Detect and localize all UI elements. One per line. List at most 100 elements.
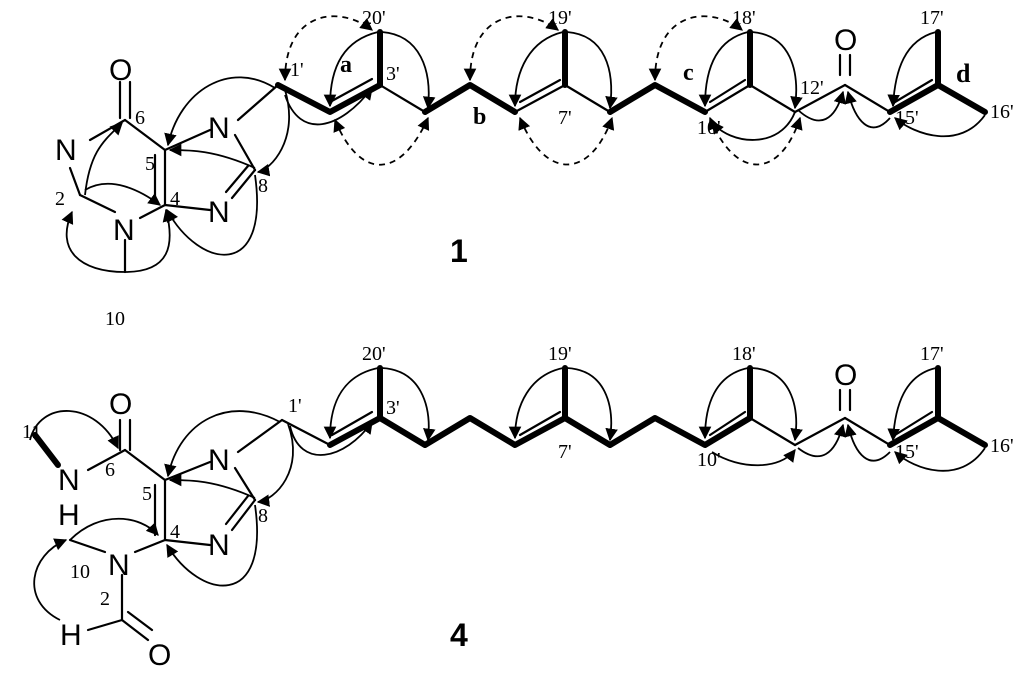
hmbc-h18-c10 — [698, 31, 749, 108]
n7-c8-bond — [233, 133, 257, 172]
n7-c1prime-bond — [236, 83, 280, 122]
label-16prime: 16' — [990, 435, 1014, 457]
c8-n9-bond-double — [224, 164, 250, 194]
c8-n9-bond — [230, 168, 257, 200]
compound-1-hmbc-arrows — [61, 31, 986, 273]
c2-o-bond-double — [126, 610, 154, 632]
label-2: 2 — [55, 188, 65, 210]
c6-c7-double — [518, 410, 562, 437]
c11-c12-bond — [748, 83, 797, 114]
oxygen-formyl: O — [148, 639, 171, 672]
hmbc-h18-c12 — [751, 367, 803, 442]
label-10prime: 10' — [697, 449, 721, 471]
c12-c13-bond — [793, 83, 847, 114]
label-5: 5 — [142, 483, 152, 505]
c15-c16-bond — [935, 415, 988, 448]
label-18prime: 18' — [732, 343, 756, 365]
n9-c4-bond — [163, 538, 212, 547]
dashed-h2-h4 — [333, 116, 430, 166]
label-4: 4 — [170, 188, 180, 210]
c7-c11-bonds — [562, 415, 753, 448]
segment-c-label: c — [683, 60, 694, 86]
c2-c3-double — [328, 77, 374, 104]
hmbc-h20-c4 — [381, 31, 436, 110]
nitrogen-9: N — [208, 529, 230, 562]
c8-n9-bond-double — [224, 494, 250, 526]
hmbc-h16-c14 — [894, 447, 986, 472]
hmbc-h1-c5 — [164, 410, 281, 478]
hmbc-h17-c14 — [887, 31, 937, 108]
oxygen-ring: O — [109, 388, 132, 421]
hmbc-h19-c8 — [566, 31, 618, 110]
c6-c7-bond — [513, 83, 567, 114]
segment-c-bonds — [607, 82, 708, 115]
c7-c8-bond — [563, 83, 612, 114]
c11-c12-bond — [748, 416, 797, 447]
n7-c1prime-bond — [236, 418, 284, 454]
hmbc-h11-c6 — [29, 410, 119, 450]
compound-1-dashed-arrows — [278, 15, 803, 166]
hmbc-h1-c8 — [256, 89, 290, 177]
hydrogen-formyl: H — [60, 619, 82, 652]
c2-c3-double — [330, 410, 374, 437]
dashed-h10-h12 — [708, 116, 803, 166]
hmbc-h12-c13 — [797, 90, 846, 122]
label-8: 8 — [258, 505, 268, 527]
hmbc-h8-c5 — [168, 473, 256, 499]
dashed-h6-h8 — [518, 116, 615, 166]
label-8: 8 — [258, 175, 268, 197]
compound-4: O N H N N N O H 11 6 5 4 2 8 10 — [22, 343, 1014, 672]
c10-c11-double — [708, 78, 747, 104]
c3-c7-bonds — [377, 415, 568, 448]
hmbc-h10-c2 — [61, 210, 126, 273]
label-12prime: 12' — [800, 77, 824, 99]
c6-c7-double — [518, 78, 562, 104]
label-7prime: 7' — [558, 107, 572, 129]
n7-c8-bond — [233, 466, 257, 502]
c15-c16-bond — [935, 82, 988, 115]
n1-c2-bond — [68, 166, 82, 197]
label-17prime: 17' — [920, 343, 944, 365]
label-16prime: 16' — [990, 101, 1014, 123]
oxygen-chain: O — [834, 24, 857, 57]
label-6: 6 — [105, 459, 115, 481]
c14-c15-double — [893, 78, 934, 104]
segment-b-label: b — [473, 104, 486, 130]
hmbc-h19-c6 — [508, 367, 564, 440]
label-1prime: 1' — [290, 59, 304, 81]
c8-n9-bond — [230, 498, 257, 532]
nitrogen-3: N — [108, 549, 130, 582]
c2-o-bond — [120, 618, 150, 642]
segment-d-label: d — [956, 59, 971, 88]
n1-c11-bond — [32, 432, 61, 468]
label-5: 5 — [145, 153, 155, 175]
hmbc-h18-c10 — [698, 367, 749, 440]
hmbc-h18-c12 — [751, 31, 803, 110]
label-4: 4 — [170, 521, 180, 543]
compound-1-id: 1 — [450, 233, 468, 269]
c12-c13-bond — [793, 416, 847, 447]
c6-c5-bond — [123, 448, 167, 482]
hmbc-h2-c6 — [84, 122, 123, 196]
hmbc-h14-c13 — [844, 423, 891, 462]
n3-c4-bond — [138, 203, 167, 220]
segment-d-bond — [887, 82, 941, 115]
dashed-h9-h18 — [648, 15, 743, 82]
c13-c14-bond — [843, 83, 892, 114]
hmbc-h19-c8 — [566, 367, 618, 442]
hmbc-h8-c5 — [168, 143, 256, 169]
c6-c5-bond — [123, 118, 167, 152]
compound-4-chain-bonds — [280, 365, 988, 448]
hmbc-h10-c4 — [124, 208, 175, 273]
hmbc-h20-c4 — [381, 367, 436, 442]
c2-n3-bond — [78, 193, 117, 214]
compound-4-id: 4 — [450, 617, 468, 653]
n9-c4-bond — [163, 203, 212, 212]
hmbc-h19-c6 — [508, 31, 564, 108]
hmbc-h1-c8 — [256, 423, 294, 507]
c3-c4-bond — [378, 83, 427, 114]
c14-c15-double — [893, 410, 934, 437]
hmbc-h2-c10 — [33, 538, 68, 621]
oxygen-chain: O — [834, 359, 857, 392]
